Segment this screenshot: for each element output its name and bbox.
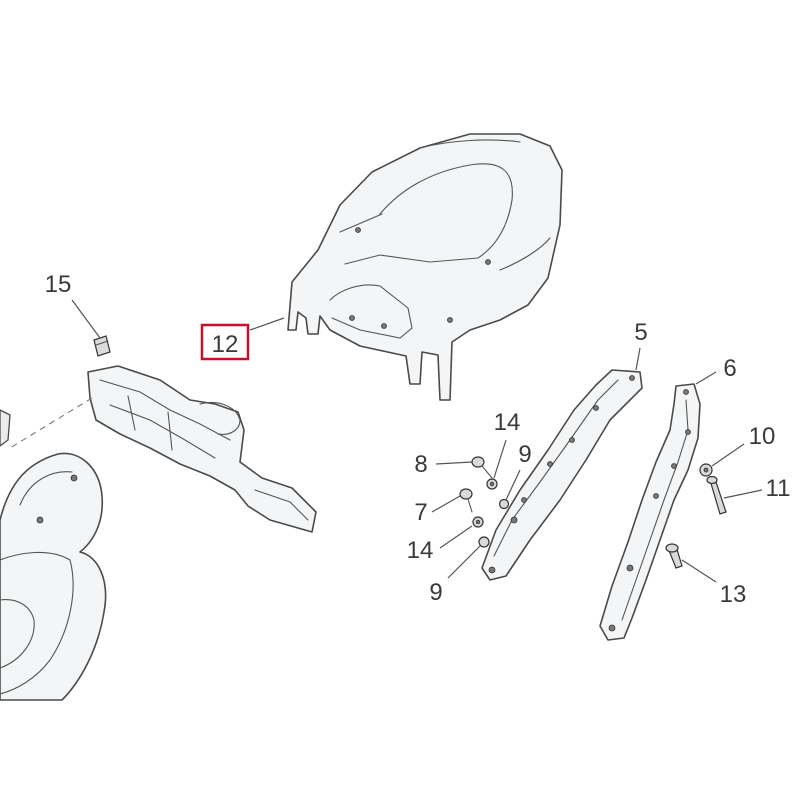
handle-hole — [485, 259, 491, 265]
callout-7: 7 — [414, 499, 427, 526]
nut-10 — [699, 463, 713, 477]
leader-line — [431, 495, 461, 513]
rail-hole — [521, 497, 527, 503]
body-panel-hole — [36, 516, 44, 524]
handle-hole — [355, 227, 361, 233]
rail-hole — [683, 389, 689, 395]
callout-5: 5 — [634, 319, 647, 346]
nut-14-upper — [486, 478, 498, 490]
callout-14-upper: 14 — [494, 409, 521, 436]
handle-hole — [381, 323, 387, 329]
screw-7 — [459, 488, 473, 513]
leader-line — [505, 469, 521, 501]
rail-hole — [593, 405, 599, 411]
leader-line — [635, 347, 641, 371]
callout-6: 6 — [723, 355, 736, 382]
callout-9-upper: 9 — [518, 441, 531, 468]
rail-hole — [671, 463, 677, 469]
rail-hole — [685, 429, 691, 435]
callout-10: 10 — [749, 423, 776, 450]
screw-8 — [471, 456, 493, 479]
washer-9-upper — [498, 498, 510, 510]
rail-hole — [608, 624, 616, 632]
grab-handle-part — [287, 133, 563, 401]
rail-hole — [653, 493, 659, 499]
leader-line — [493, 439, 507, 479]
bolt-11 — [706, 475, 727, 515]
screw-13 — [665, 543, 683, 569]
washer-9-lower — [478, 536, 490, 548]
rail-right-part — [599, 383, 701, 641]
callout-12-highlight — [200, 323, 250, 361]
leader-line — [681, 559, 717, 583]
leader-line — [439, 525, 473, 549]
rail-hole — [569, 437, 575, 443]
alignment-line — [9, 397, 93, 449]
leader-line — [435, 461, 473, 465]
callout-14-lower: 14 — [407, 537, 434, 564]
rail-hole — [629, 375, 635, 381]
nut-14-lower — [472, 516, 484, 528]
leader-line — [695, 371, 717, 385]
leader-line — [711, 443, 745, 467]
callout-15: 15 — [45, 271, 72, 298]
clip-part — [93, 335, 111, 357]
callout-12: 12 — [212, 331, 239, 358]
leader-line — [723, 489, 763, 499]
rail-left-part — [481, 369, 643, 581]
callout-13: 13 — [720, 581, 747, 608]
callout-11: 11 — [766, 475, 791, 502]
leader-line — [249, 317, 285, 331]
leader-line — [71, 299, 101, 339]
rail-hole — [488, 566, 496, 574]
rail-hole — [547, 461, 553, 467]
body-panel-part — [0, 409, 107, 701]
callout-8: 8 — [414, 451, 427, 478]
bracket-part — [87, 365, 317, 533]
rail-hole — [510, 516, 518, 524]
callout-9-lower: 9 — [429, 579, 442, 606]
leader-line — [447, 545, 481, 579]
body-panel-hole — [70, 474, 78, 482]
handle-hole — [447, 317, 453, 323]
rail-hole — [626, 564, 634, 572]
handle-hole — [349, 315, 355, 321]
